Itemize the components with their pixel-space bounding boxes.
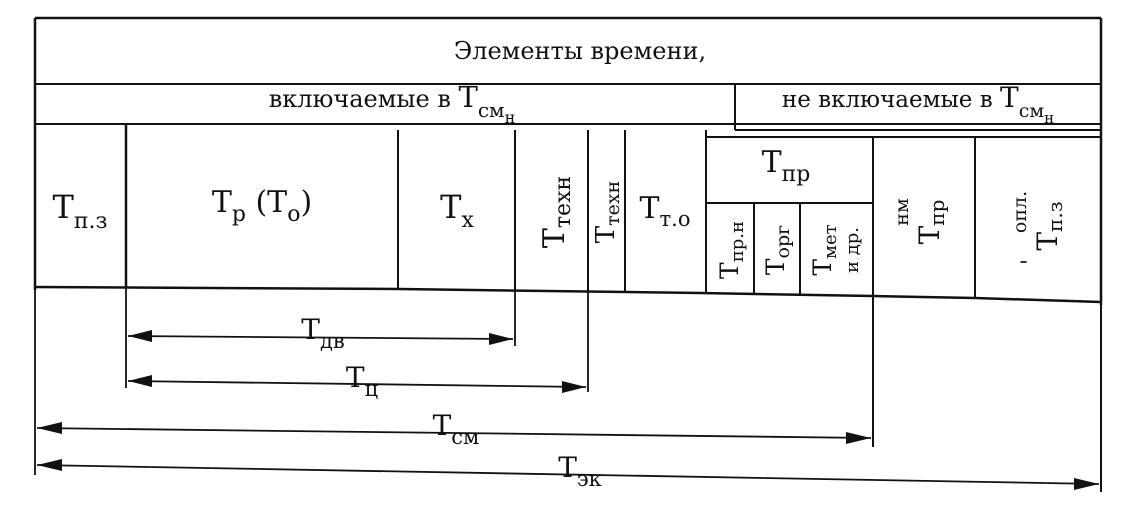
header-excluded-prefix: не включаемые в <box>782 87 1000 113</box>
span-tsm: Тсм <box>36 409 872 449</box>
header-excluded-sub: см <box>1019 100 1045 122</box>
cell-tto: Тт.о <box>640 191 691 231</box>
cell-tto-sub: т.о <box>660 207 691 231</box>
cell-tprnm-sup: нм <box>891 198 913 226</box>
cell-tprnm-sub: пр <box>925 200 949 226</box>
span-tdv-arrow-left <box>128 330 152 342</box>
cell-tmet: Тмет и др. <box>808 224 864 275</box>
header-excluded-subsub: н <box>1044 109 1054 127</box>
cell-tpz-sym: Т <box>53 188 75 226</box>
span-tsm-line <box>36 427 872 439</box>
cell-ttexn-2-sub: техн <box>602 181 624 226</box>
cell-tpr-sym: Т <box>762 145 782 180</box>
cell-tpz-sub: п.з <box>74 209 108 234</box>
cell-ttexn-2-sym: Т <box>591 225 621 243</box>
cell-tprnm: Тпр нм <box>891 198 949 244</box>
cell-tr: Тр (То) <box>212 185 312 227</box>
cell-tmet-sub: мет <box>820 224 841 259</box>
cell-tr-sym: Т <box>212 185 232 220</box>
header-included-sym: Т <box>459 80 479 114</box>
span-tc-sub: ц <box>365 377 379 401</box>
cell-tprn: Тпр.н <box>715 221 749 279</box>
cell-tr-paren-close: ) <box>300 185 312 220</box>
cell-tx: Тх <box>440 188 474 233</box>
header-included-sub: см <box>478 98 505 122</box>
span-tc-arrow-left <box>128 375 152 387</box>
span-tc-sym: Т <box>346 361 365 394</box>
span-tdv-sub: дв <box>320 329 345 353</box>
span-tc: Тц <box>127 292 589 401</box>
svg-text:Торг: Торг <box>761 225 795 275</box>
span-tek: Тэк <box>34 290 1100 491</box>
span-tek-label: Тэк <box>558 451 602 491</box>
span-tdv: Тдв <box>125 288 516 388</box>
header-included: включаемые в Тсмн <box>269 80 516 127</box>
cell-ttexn-1: Ттехн <box>537 176 576 248</box>
span-tsm-arrow-right <box>846 432 871 444</box>
cell-tpzopl-mark: ' <box>1018 259 1043 265</box>
cell-tprn-sym: Т <box>715 262 744 279</box>
span-tek-line <box>36 464 1100 485</box>
cell-tprnm-sym: Т <box>913 225 946 244</box>
cell-tprn-sub: пр.н <box>727 221 748 262</box>
cell-tx-sub: х <box>461 208 474 233</box>
span-tsm-sub: см <box>451 425 479 449</box>
cell-tr-paren-open: (Т <box>246 185 287 220</box>
header-title: Элементы времени, <box>454 37 706 65</box>
cell-tto-sym: Т <box>640 191 660 226</box>
cell-tr-sub: р <box>232 202 246 227</box>
header-included-subsub: н <box>505 108 516 127</box>
cell-tpz: Тп.з <box>53 188 108 234</box>
header-excluded-sym: Т <box>1000 81 1019 114</box>
span-tc-arrow-right <box>562 381 586 393</box>
span-tc-line <box>127 380 587 388</box>
svg-text:Ттехн: Ттехн <box>591 181 624 243</box>
svg-text:Тпр: Тпр <box>913 200 949 245</box>
span-tdv-line <box>127 335 514 340</box>
cell-tpzopl-sub: п.з <box>1043 201 1067 232</box>
span-tsm-sym: Т <box>433 409 452 442</box>
cell-torg: Торг <box>761 225 795 275</box>
span-tdv-sym: Т <box>301 313 320 346</box>
cell-tmet-sym: Т <box>808 259 837 276</box>
cell-ttexn-1-sym: Т <box>537 228 572 248</box>
cell-ttexn-1-sub: техн <box>551 176 576 228</box>
cell-torg-sub: орг <box>772 225 794 259</box>
svg-text:Тп.з: Тп.з <box>1031 201 1067 250</box>
cell-tpr: Тпр <box>762 145 811 187</box>
cell-tpzopl-sup: опл. <box>1009 191 1031 233</box>
cell-torg-sym: Т <box>761 258 790 275</box>
svg-text:Тмет: Тмет <box>808 224 842 275</box>
span-tek-sub: эк <box>577 467 602 491</box>
cell-ttexn-2: Ттехн <box>591 181 624 243</box>
svg-text:Тпр.н: Тпр.н <box>715 221 749 279</box>
table-grid <box>33 16 1103 492</box>
cell-tmet-line2: и др. <box>842 227 863 273</box>
span-tek-arrow-right <box>1074 478 1099 490</box>
cell-tx-sym: Т <box>440 188 462 226</box>
span-tek-sym: Т <box>558 451 577 484</box>
span-tdv-label: Тдв <box>301 313 344 353</box>
cell-tr-paren-sub: о <box>287 202 300 227</box>
span-tdv-arrow-right <box>489 333 513 345</box>
header-excluded: не включаемые в Тсмн <box>782 81 1054 127</box>
span-tsm-label: Тсм <box>433 409 480 449</box>
cell-tpr-sub: пр <box>782 162 811 187</box>
span-tc-label: Тц <box>346 361 378 401</box>
span-tsm-arrow-left <box>37 422 62 434</box>
svg-text:Ттехн: Ттехн <box>537 176 576 248</box>
span-tek-arrow-left <box>37 459 62 471</box>
header-included-prefix: включаемые в <box>269 85 459 113</box>
cell-tpzopl-sym: Т <box>1031 232 1064 251</box>
cell-tpzopl: Тп.з опл. ' <box>1009 191 1067 265</box>
